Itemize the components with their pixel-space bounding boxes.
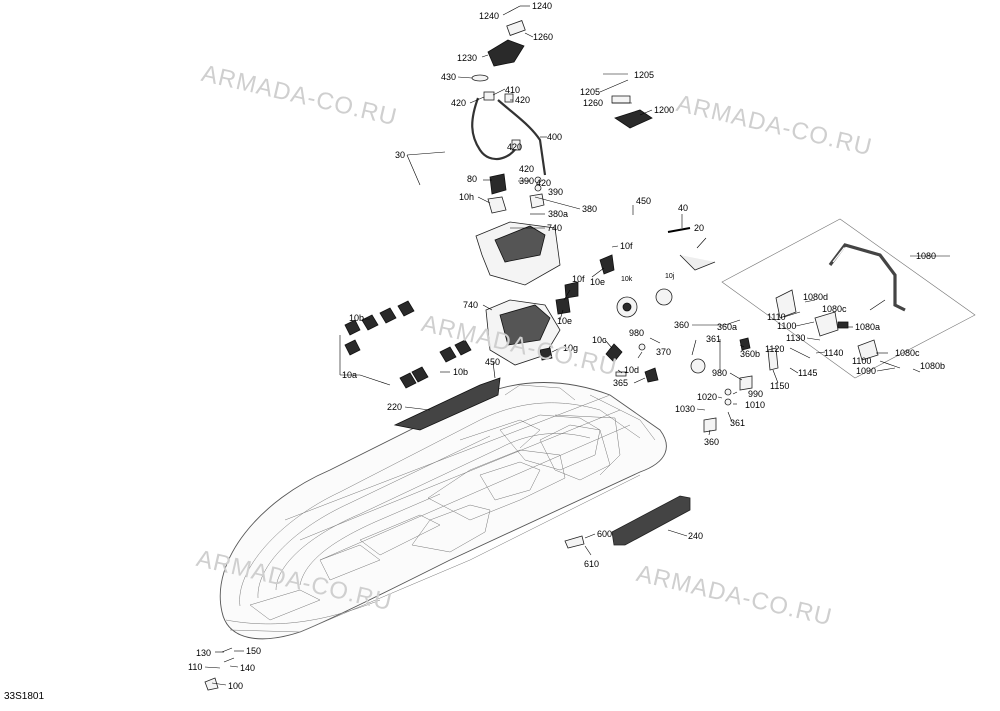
callout-130: 130 [196,648,211,658]
callout-220: 220 [387,402,402,412]
top-parts [471,20,653,286]
bottom-parts [204,495,691,691]
callout-390: 390 [548,187,563,197]
callout-10d: 10d [624,365,639,375]
callout-10g: 10g [563,343,578,353]
callout-980: 980 [629,328,644,338]
callout-360b: 360b [740,349,760,359]
callout-1080b: 1080b [920,361,945,371]
callout-740: 740 [547,223,562,233]
callout-1130: 1130 [786,333,805,343]
hull [219,382,667,640]
leader-lines [204,5,950,686]
callout-1010: 1010 [745,400,765,410]
callout-140: 140 [240,663,255,673]
callout-1030: 1030 [675,404,695,414]
callout-380: 380 [582,204,597,214]
callout-30: 30 [395,150,405,160]
callout-1140: 1140 [824,348,843,358]
callout-1240: 1240 [532,1,552,11]
callout-390: 390 [519,176,534,186]
callout-10b: 10b [349,313,364,323]
callout-360a: 360a [717,322,737,332]
callout-990: 990 [748,389,763,399]
callout-430: 430 [441,72,456,82]
callout-361: 361 [706,334,721,344]
callout-420: 420 [536,178,551,188]
right-assembly [721,218,976,379]
callout-1100: 1100 [777,321,796,331]
callout-610: 610 [584,559,599,569]
callout-450: 450 [636,196,651,206]
middle-parts [344,227,753,433]
callout-410: 410 [505,85,520,95]
callout-1260: 1260 [533,32,553,42]
callout-150: 150 [246,646,261,656]
callout-40: 40 [678,203,688,213]
callout-110: 110 [188,662,202,672]
callout-10j: 10j [665,273,675,280]
callout-10f: 10f [620,241,633,251]
callout-361: 361 [730,418,745,428]
diagram-code: 33S1801 [4,691,45,702]
callout-10f: 10f [572,274,585,284]
callout-360: 360 [674,320,689,330]
callout-1080d: 1080d [803,292,828,302]
callout-420: 420 [451,98,466,108]
callout-1080c: 1080c [822,304,847,314]
callout-1080c: 1080c [895,348,920,358]
callout-240: 240 [688,531,703,541]
callout-365: 365 [613,378,628,388]
callout-80: 80 [467,174,477,184]
callout-1145: 1145 [798,368,817,378]
callout-360: 360 [704,437,719,447]
callout-980: 980 [712,368,727,378]
callout-1110: 1110 [767,312,786,322]
callout-370: 370 [656,347,671,357]
callout-1090: 1090 [856,366,876,376]
callout-1205: 1205 [580,87,600,97]
callout-740: 740 [463,300,478,310]
callout-20: 20 [694,223,704,233]
callout-420: 420 [519,164,534,174]
callout-400: 400 [547,132,562,142]
callout-1260: 1260 [583,98,603,108]
callout-10a: 10a [342,370,357,380]
callout-10k: 10k [621,276,633,283]
callout-1230: 1230 [457,53,477,63]
callout-1240: 1240 [479,11,499,21]
callout-420: 420 [507,142,522,152]
callout-10b: 10b [453,367,468,377]
callout-10h: 10h [459,192,474,202]
callout-labels: 1240 1240 1260 1230 430 410 420 420 400 … [188,1,945,691]
callout-100: 100 [228,681,243,691]
callout-1200: 1200 [654,105,674,115]
callout-10c: 10c [592,335,607,345]
callout-1020: 1020 [697,392,717,402]
callout-1080a: 1080a [855,322,880,332]
callout-10e: 10e [557,316,572,326]
callout-10e: 10e [590,277,605,287]
callout-1150: 1150 [770,381,789,391]
callout-1205: 1205 [634,70,654,80]
callout-1120: 1120 [765,344,784,354]
callout-450: 450 [485,357,500,367]
callout-420: 420 [515,95,530,105]
callout-1080: 1080 [916,251,936,261]
callout-380a: 380a [548,209,568,219]
callout-1100: 1100 [852,356,871,366]
callout-600: 600 [597,529,612,539]
